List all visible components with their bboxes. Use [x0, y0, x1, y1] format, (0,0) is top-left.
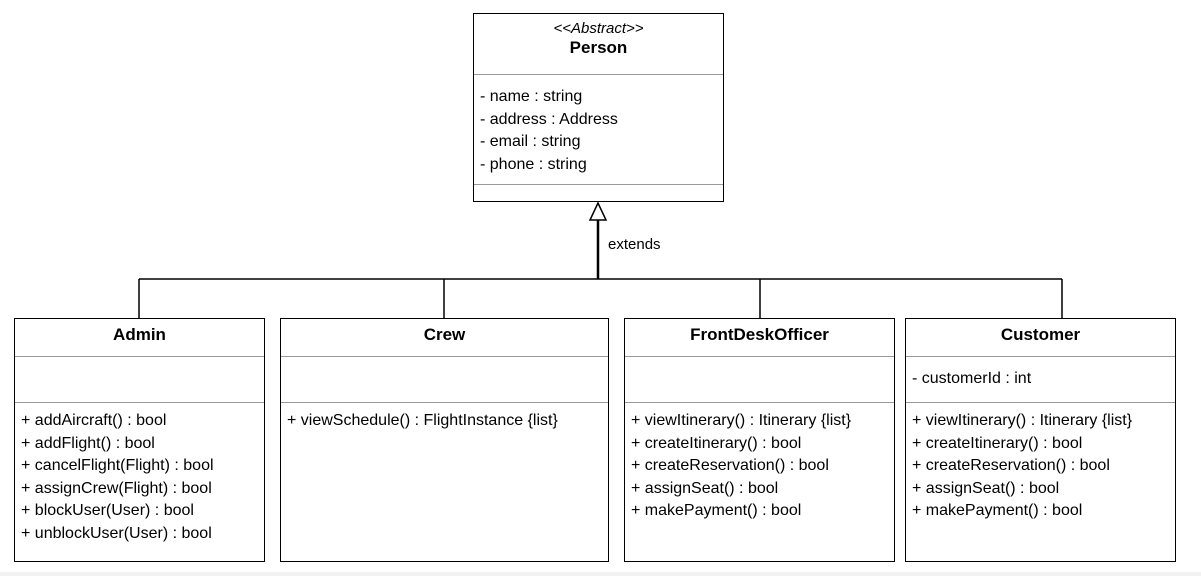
attribute: - name : string	[480, 88, 583, 105]
operation: + makePayment() : bool	[912, 502, 1083, 519]
class-header: Crew	[281, 319, 608, 357]
attributes-compartment	[625, 357, 894, 403]
class-name: FrontDeskOfficer	[690, 325, 829, 344]
attribute: - phone : string	[480, 155, 587, 173]
class-customer[interactable]: Customer - customerId : int + viewItiner…	[905, 318, 1176, 562]
attributes-compartment: - customerId : int	[906, 357, 1175, 403]
operation: + viewItinerary() : Itinerary {list}	[631, 412, 852, 429]
operations-compartment: + viewItinerary() : Itinerary {list} + c…	[906, 403, 1175, 523]
operations-compartment: + viewSchedule() : FlightInstance {list}	[281, 403, 608, 433]
class-header: FrontDeskOfficer	[625, 319, 894, 357]
operation: + createReservation() : bool	[912, 457, 1110, 474]
attribute: - address : Address	[480, 110, 618, 128]
attribute: - customerId : int	[912, 370, 1032, 387]
operation: + createReservation() : bool	[631, 457, 829, 474]
class-name: Crew	[423, 325, 466, 344]
extends-label: extends	[608, 236, 661, 253]
operations-compartment: + addAircraft() : bool + addFlight() : b…	[15, 403, 264, 545]
operations-compartment: + viewItinerary() : Itinerary {list} + c…	[625, 403, 894, 523]
class-name: Admin	[113, 325, 166, 344]
operation: + addAircraft() : bool	[21, 412, 167, 429]
class-header: Admin	[15, 319, 264, 357]
class-name: Customer	[1000, 325, 1081, 344]
operation: + viewSchedule() : FlightInstance {list}	[287, 412, 558, 429]
class-frontdesk-officer[interactable]: FrontDeskOfficer + viewItinerary() : Iti…	[624, 318, 895, 562]
operation: + viewItinerary() : Itinerary {list}	[912, 412, 1133, 429]
operation: + createItinerary() : bool	[631, 434, 802, 452]
attributes-compartment	[15, 357, 264, 403]
operation: + addFlight() : bool	[21, 434, 155, 452]
operation: + createItinerary() : bool	[912, 434, 1083, 452]
operation: + makePayment() : bool	[631, 502, 802, 519]
bottom-strip	[0, 572, 1201, 576]
class-admin[interactable]: Admin + addAircraft() : bool + addFlight…	[14, 318, 265, 562]
attribute: - email : string	[480, 133, 581, 150]
attributes-compartment	[281, 357, 608, 403]
class-header: <<Abstract>> Person	[474, 14, 723, 75]
operation: + cancelFlight(Flight) : bool	[21, 457, 214, 474]
operation: + unblockUser(User) : bool	[21, 524, 212, 542]
class-crew[interactable]: Crew + viewSchedule() : FlightInstance {…	[280, 318, 609, 562]
class-header: Customer	[906, 319, 1175, 357]
stereotype-label: <<Abstract>>	[553, 20, 644, 37]
operation: + assignSeat() : bool	[912, 479, 1060, 497]
operation: + assignSeat() : bool	[631, 479, 779, 497]
generalization-arrowhead	[588, 201, 608, 221]
attributes-compartment: - name : string - address : Address - em…	[474, 75, 723, 185]
operation: + assignCrew(Flight) : bool	[21, 479, 212, 497]
operations-compartment	[474, 185, 723, 192]
class-name: Person	[569, 38, 628, 57]
operation: + blockUser(User) : bool	[21, 502, 194, 519]
class-person[interactable]: <<Abstract>> Person - name : string - ad…	[473, 13, 724, 202]
